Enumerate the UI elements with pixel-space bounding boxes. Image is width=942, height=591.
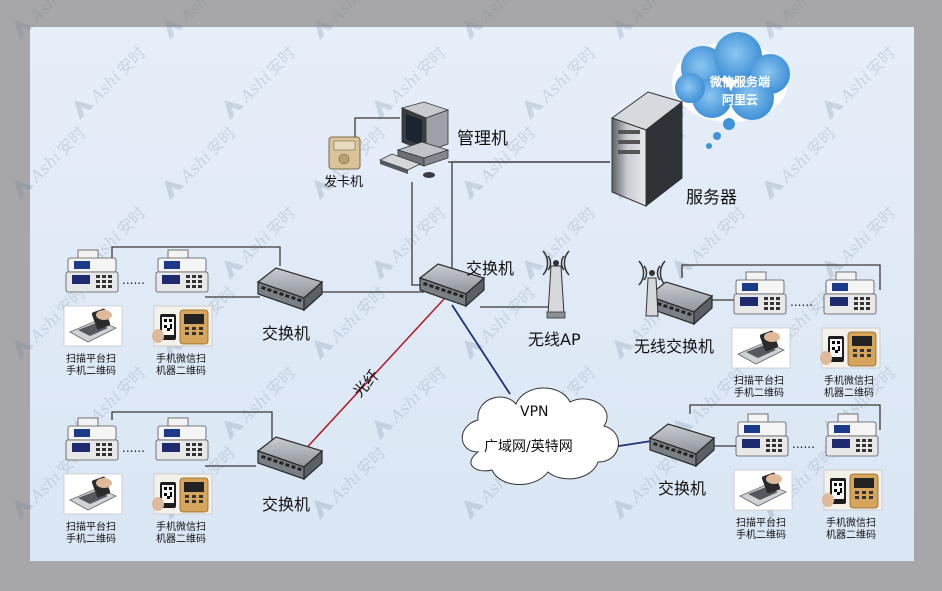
antenna-icon xyxy=(542,250,570,319)
cloud-service-line1: 微信服务端 xyxy=(709,74,770,89)
desktop-computer-icon xyxy=(378,101,450,178)
phone-scan-caption: 机器二维码 xyxy=(156,532,206,545)
ellipsis-dots: ...... xyxy=(122,273,145,287)
vpn-cloud-node: VPN 广域网/英特网 xyxy=(461,387,619,485)
management-pc-node: 管理机 xyxy=(378,101,508,178)
switch-left-bottom-node: 交换机 xyxy=(257,436,323,514)
scan-platform-photo xyxy=(63,305,123,347)
scan-platform-photo xyxy=(63,473,123,515)
link-left-bottom-t1 xyxy=(111,411,273,440)
phone-scan-caption: 机器二维码 xyxy=(156,364,206,377)
scan-platform-caption: 手机二维码 xyxy=(66,532,116,545)
ellipsis-dots: ...... xyxy=(122,441,145,455)
phone-scan-photo xyxy=(821,469,883,511)
vpn-subtitle: 广域网/英特网 xyxy=(484,438,573,455)
switch-left-top-label: 交换机 xyxy=(262,324,310,343)
link-left-top-t1 xyxy=(111,246,281,266)
cloud-service-line2: 阿里云 xyxy=(722,92,758,107)
scan-platform-caption: 手机二维码 xyxy=(736,528,786,541)
server-label: 服务器 xyxy=(686,188,737,208)
phone-scan-caption: 手机微信扫 xyxy=(156,520,206,533)
card-issuer-label: 发卡机 xyxy=(324,174,363,190)
wireless-ap-node: 无线AP xyxy=(528,250,581,349)
phone-scan-caption: 手机微信扫 xyxy=(156,352,206,365)
scan-platform-caption: 扫描平台扫 xyxy=(66,520,116,533)
management-pc-label: 管理机 xyxy=(457,129,508,149)
phone-scan-caption: 机器二维码 xyxy=(826,528,876,541)
phone-scan-photo xyxy=(151,473,213,515)
phone-scan-photo xyxy=(819,327,881,369)
link-right-bottom-a xyxy=(689,404,881,430)
wireless-switch-label: 无线交换机 xyxy=(634,337,714,356)
scan-platform-caption: 手机二维码 xyxy=(734,386,784,399)
core-switch-node: 交换机 xyxy=(419,259,514,307)
cloud-icon xyxy=(672,32,790,149)
fiber-link xyxy=(299,298,445,456)
switch-right-bottom-node: 交换机 xyxy=(649,423,715,498)
link-core-vpn xyxy=(451,304,511,395)
scan-platform-caption: 手机二维码 xyxy=(66,364,116,377)
cloud-icon xyxy=(461,387,619,485)
scan-platform-caption: 扫描平台扫 xyxy=(734,374,784,387)
core-switch-label: 交换机 xyxy=(466,259,514,278)
card-reader-icon xyxy=(328,136,361,170)
switch-right-bottom-label: 交换机 xyxy=(658,479,706,498)
switch-left-top-node: 交换机 xyxy=(257,267,323,343)
scan-platform-photo xyxy=(733,469,793,511)
scan-platform-caption: 扫描平台扫 xyxy=(736,516,786,529)
ellipsis-dots: ...... xyxy=(792,437,815,451)
link-card-issuer-pc xyxy=(354,117,400,137)
card-issuer-node: 发卡机 xyxy=(324,136,363,190)
link-server-core xyxy=(451,161,610,268)
vpn-title: VPN xyxy=(520,404,549,420)
cloud-service-node: 微信服务端 阿里云 xyxy=(672,32,790,149)
phone-scan-photo xyxy=(151,305,213,347)
phone-scan-caption: 机器二维码 xyxy=(824,386,874,399)
wireless-ap-label: 无线AP xyxy=(528,330,581,349)
ellipsis-dots: ...... xyxy=(790,295,813,309)
terminal-groups: ......扫描平台扫手机二维码手机微信扫机器二维码......扫描平台扫手机二… xyxy=(63,249,883,545)
server-tower-icon xyxy=(610,91,684,208)
connection-lines xyxy=(111,117,881,467)
link-right-top-a xyxy=(681,264,881,290)
wireless-switch-node: 无线交换机 xyxy=(634,260,714,356)
server-node: 服务器 xyxy=(610,91,737,208)
scan-platform-photo xyxy=(731,327,791,369)
antenna-mast xyxy=(645,277,659,317)
phone-scan-caption: 手机微信扫 xyxy=(824,374,874,387)
switch-left-bottom-label: 交换机 xyxy=(262,495,310,514)
scan-platform-caption: 扫描平台扫 xyxy=(66,352,116,365)
phone-scan-caption: 手机微信扫 xyxy=(826,516,876,529)
